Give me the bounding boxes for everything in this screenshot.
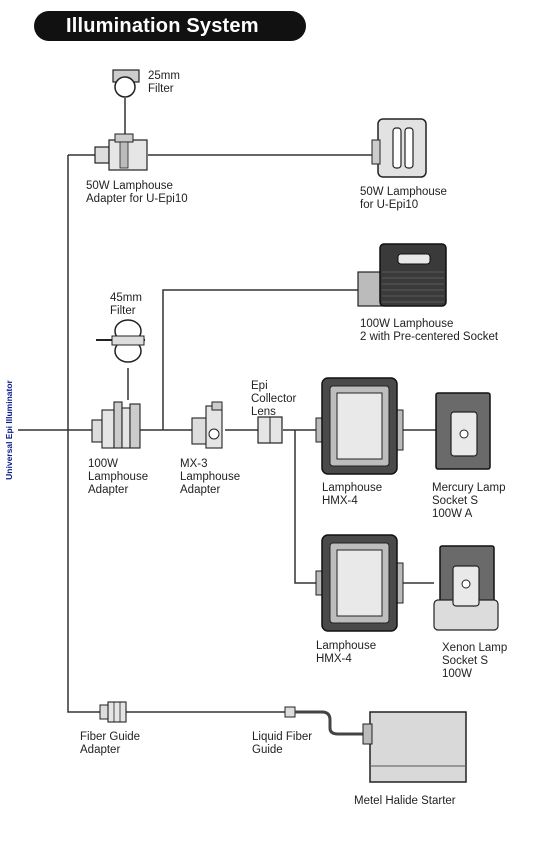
metal-halide-starter-icon [362, 711, 467, 783]
filter-25mm-icon [112, 69, 140, 98]
lamphouse-adapter-50w-icon [94, 133, 148, 171]
lamphouse-50w-icon [371, 118, 427, 178]
lamphouse-100w-icon [357, 243, 447, 307]
liquid-fiber-guide-icon [284, 706, 370, 736]
mx3-adapter-icon [191, 401, 223, 449]
mercury-lamp-socket-icon [435, 392, 491, 470]
xenon-lamp-socket-icon [433, 545, 499, 631]
lamphouse-hmx4-bottom-icon [315, 534, 404, 632]
filter-45mm-icon [96, 319, 145, 363]
collector-lens-icon [257, 416, 283, 444]
line-vertical-trunk [67, 155, 100, 713]
line-to-hmx4-bottom [294, 430, 318, 584]
page-title: Illumination System [34, 11, 306, 41]
lamphouse-adapter-100w-icon [91, 401, 141, 449]
fiber-guide-adapter-icon [99, 701, 127, 723]
connector-lines [18, 98, 436, 713]
lamphouse-hmx4-top-icon [315, 377, 404, 475]
line-to-100w-lamphouse [162, 289, 358, 430]
label-halide-starter: Metel Halide Starter [354, 795, 456, 807]
